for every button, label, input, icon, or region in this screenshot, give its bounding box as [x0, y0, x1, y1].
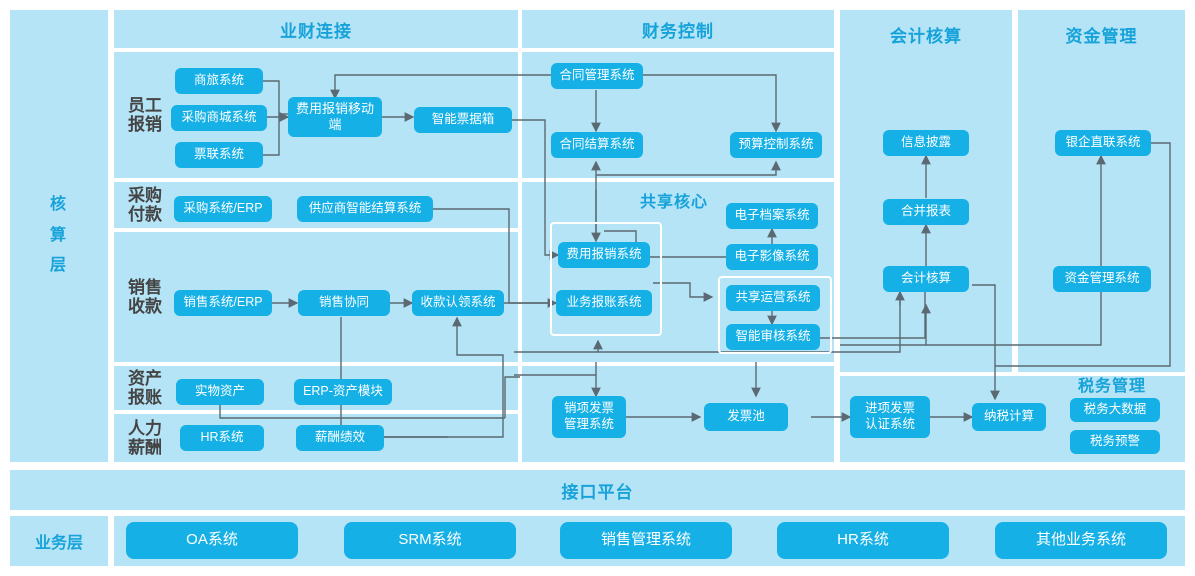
node-e-image[interactable]: 电子影像系统: [726, 244, 818, 270]
column-panel-zijin: [1018, 10, 1185, 372]
node-output-invoice-line2: 管理系统: [563, 417, 614, 431]
row-label-asset-accounting-line2: 报账: [128, 388, 162, 407]
row-label-hr-payroll-line2: 薪酬: [128, 438, 162, 457]
node-accounting[interactable]: 会计核算: [883, 266, 969, 292]
tax-management-title: 税务管理: [1078, 378, 1147, 395]
node-erp-asset-module[interactable]: ERP-资产模块: [294, 379, 392, 405]
node-smart-bill-box[interactable]: 智能票据箱: [414, 107, 512, 133]
node-business-travel[interactable]: 商旅系统: [175, 68, 263, 94]
column-header-yecai: 业财连接: [114, 10, 518, 48]
column-header-caiwu: 财务控制: [522, 10, 834, 48]
node-consolidated-report[interactable]: 合并报表: [883, 199, 969, 225]
node-shared-ops[interactable]: 共享运营系统: [726, 285, 820, 311]
group-shared-ops: [718, 276, 832, 354]
column-panel-kuaiji: [840, 10, 1012, 372]
row-label-asset-accounting: 资产 报账: [122, 366, 168, 410]
node-invoice-pool[interactable]: 发票池: [704, 403, 788, 431]
node-input-invoice-line2: 认证系统: [864, 417, 915, 431]
row-label-employee-reimburse-line1: 员工: [128, 95, 162, 115]
row-label-employee-reimburse: 员工 报销: [122, 52, 168, 178]
node-tax-calc[interactable]: 纳税计算: [972, 403, 1046, 431]
row-label-sales-collection: 销售 收款: [122, 232, 168, 362]
node-bank-direct[interactable]: 银企直联系统: [1055, 130, 1151, 156]
row-label-purchase-payment-line1: 采购: [128, 185, 162, 205]
interface-platform-band: 接口平台: [10, 470, 1185, 510]
node-e-archive[interactable]: 电子档案系统: [726, 203, 818, 229]
core-layer-label: 核 算 层: [10, 10, 108, 462]
core-layer-band: [10, 10, 108, 462]
node-tax-alert[interactable]: 税务预警: [1070, 430, 1160, 454]
node-payroll-perf[interactable]: 薪酬绩效: [296, 425, 384, 451]
business-system-other[interactable]: 其他业务系统: [995, 522, 1167, 559]
node-expense-reimburse[interactable]: 费用报销系统: [558, 242, 650, 268]
node-input-invoice[interactable]: 进项发票 认证系统: [850, 396, 930, 438]
core-layer-char-3: 层: [49, 257, 68, 275]
row-label-employee-reimburse-line2: 报销: [128, 115, 162, 134]
node-info-disclosure[interactable]: 信息披露: [883, 130, 969, 156]
node-output-invoice[interactable]: 销项发票 管理系统: [552, 396, 626, 438]
row-label-hr-payroll: 人力 薪酬: [122, 414, 168, 462]
business-system-oa[interactable]: OA系统: [126, 522, 298, 559]
node-contract-settle[interactable]: 合同结算系统: [551, 132, 643, 158]
node-purchase-erp[interactable]: 采购系统/ERP: [174, 196, 272, 222]
core-layer-char-1: 核: [49, 196, 68, 214]
node-sales-erp[interactable]: 销售系统/ERP: [174, 290, 272, 316]
row-label-sales-collection-line2: 收款: [128, 297, 162, 316]
node-fund-mgmt-system[interactable]: 资金管理系统: [1053, 266, 1151, 292]
node-contract-mgmt[interactable]: 合同管理系统: [551, 63, 643, 89]
business-layer-label-band: [10, 516, 108, 566]
node-procurement-mall[interactable]: 采购商城系统: [171, 105, 267, 131]
row-label-asset-accounting-line1: 资产: [128, 368, 162, 388]
business-system-hr[interactable]: HR系统: [777, 522, 949, 559]
node-input-invoice-line1: 进项发票: [864, 401, 915, 416]
node-output-invoice-line1: 销项发票: [563, 401, 614, 416]
business-system-srm[interactable]: SRM系统: [344, 522, 516, 559]
row-label-purchase-payment: 采购 付款: [122, 182, 168, 228]
group-expense-accounting: [550, 222, 662, 336]
column-header-kuaiji-label: 会计核算: [890, 27, 962, 46]
node-smart-audit[interactable]: 智能审核系统: [726, 324, 820, 350]
core-layer-char-2: 算: [49, 226, 68, 244]
node-supplier-settle[interactable]: 供应商智能结算系统: [297, 196, 433, 222]
interface-platform-label: 接口平台: [561, 482, 634, 502]
node-business-accounting[interactable]: 业务报账系统: [556, 290, 652, 316]
row-label-sales-collection-line1: 销售: [128, 277, 162, 297]
node-ticket-union[interactable]: 票联系统: [175, 142, 263, 168]
column-header-yecai-label: 业财连接: [280, 21, 352, 41]
column-header-caiwu-label: 财务控制: [642, 21, 714, 41]
column-header-zijin-label: 资金管理: [1065, 27, 1138, 46]
node-tax-bigdata[interactable]: 税务大数据: [1070, 398, 1160, 422]
node-physical-asset[interactable]: 实物资产: [176, 379, 264, 405]
shared-core-title: 共享核心: [640, 194, 709, 211]
node-budget-control[interactable]: 预算控制系统: [730, 132, 822, 158]
node-expense-mobile[interactable]: 费用报销移动端: [288, 97, 382, 137]
business-system-sales-mgmt[interactable]: 销售管理系统: [560, 522, 732, 559]
node-sales-collab[interactable]: 销售协同: [298, 290, 390, 316]
business-layer-label: 业务层: [34, 535, 83, 552]
node-receipt-claim[interactable]: 收款认领系统: [412, 290, 504, 316]
row-label-hr-payroll-line1: 人力: [128, 418, 162, 438]
row-label-purchase-payment-line2: 付款: [128, 205, 162, 224]
node-hr-system[interactable]: HR系统: [180, 425, 264, 451]
